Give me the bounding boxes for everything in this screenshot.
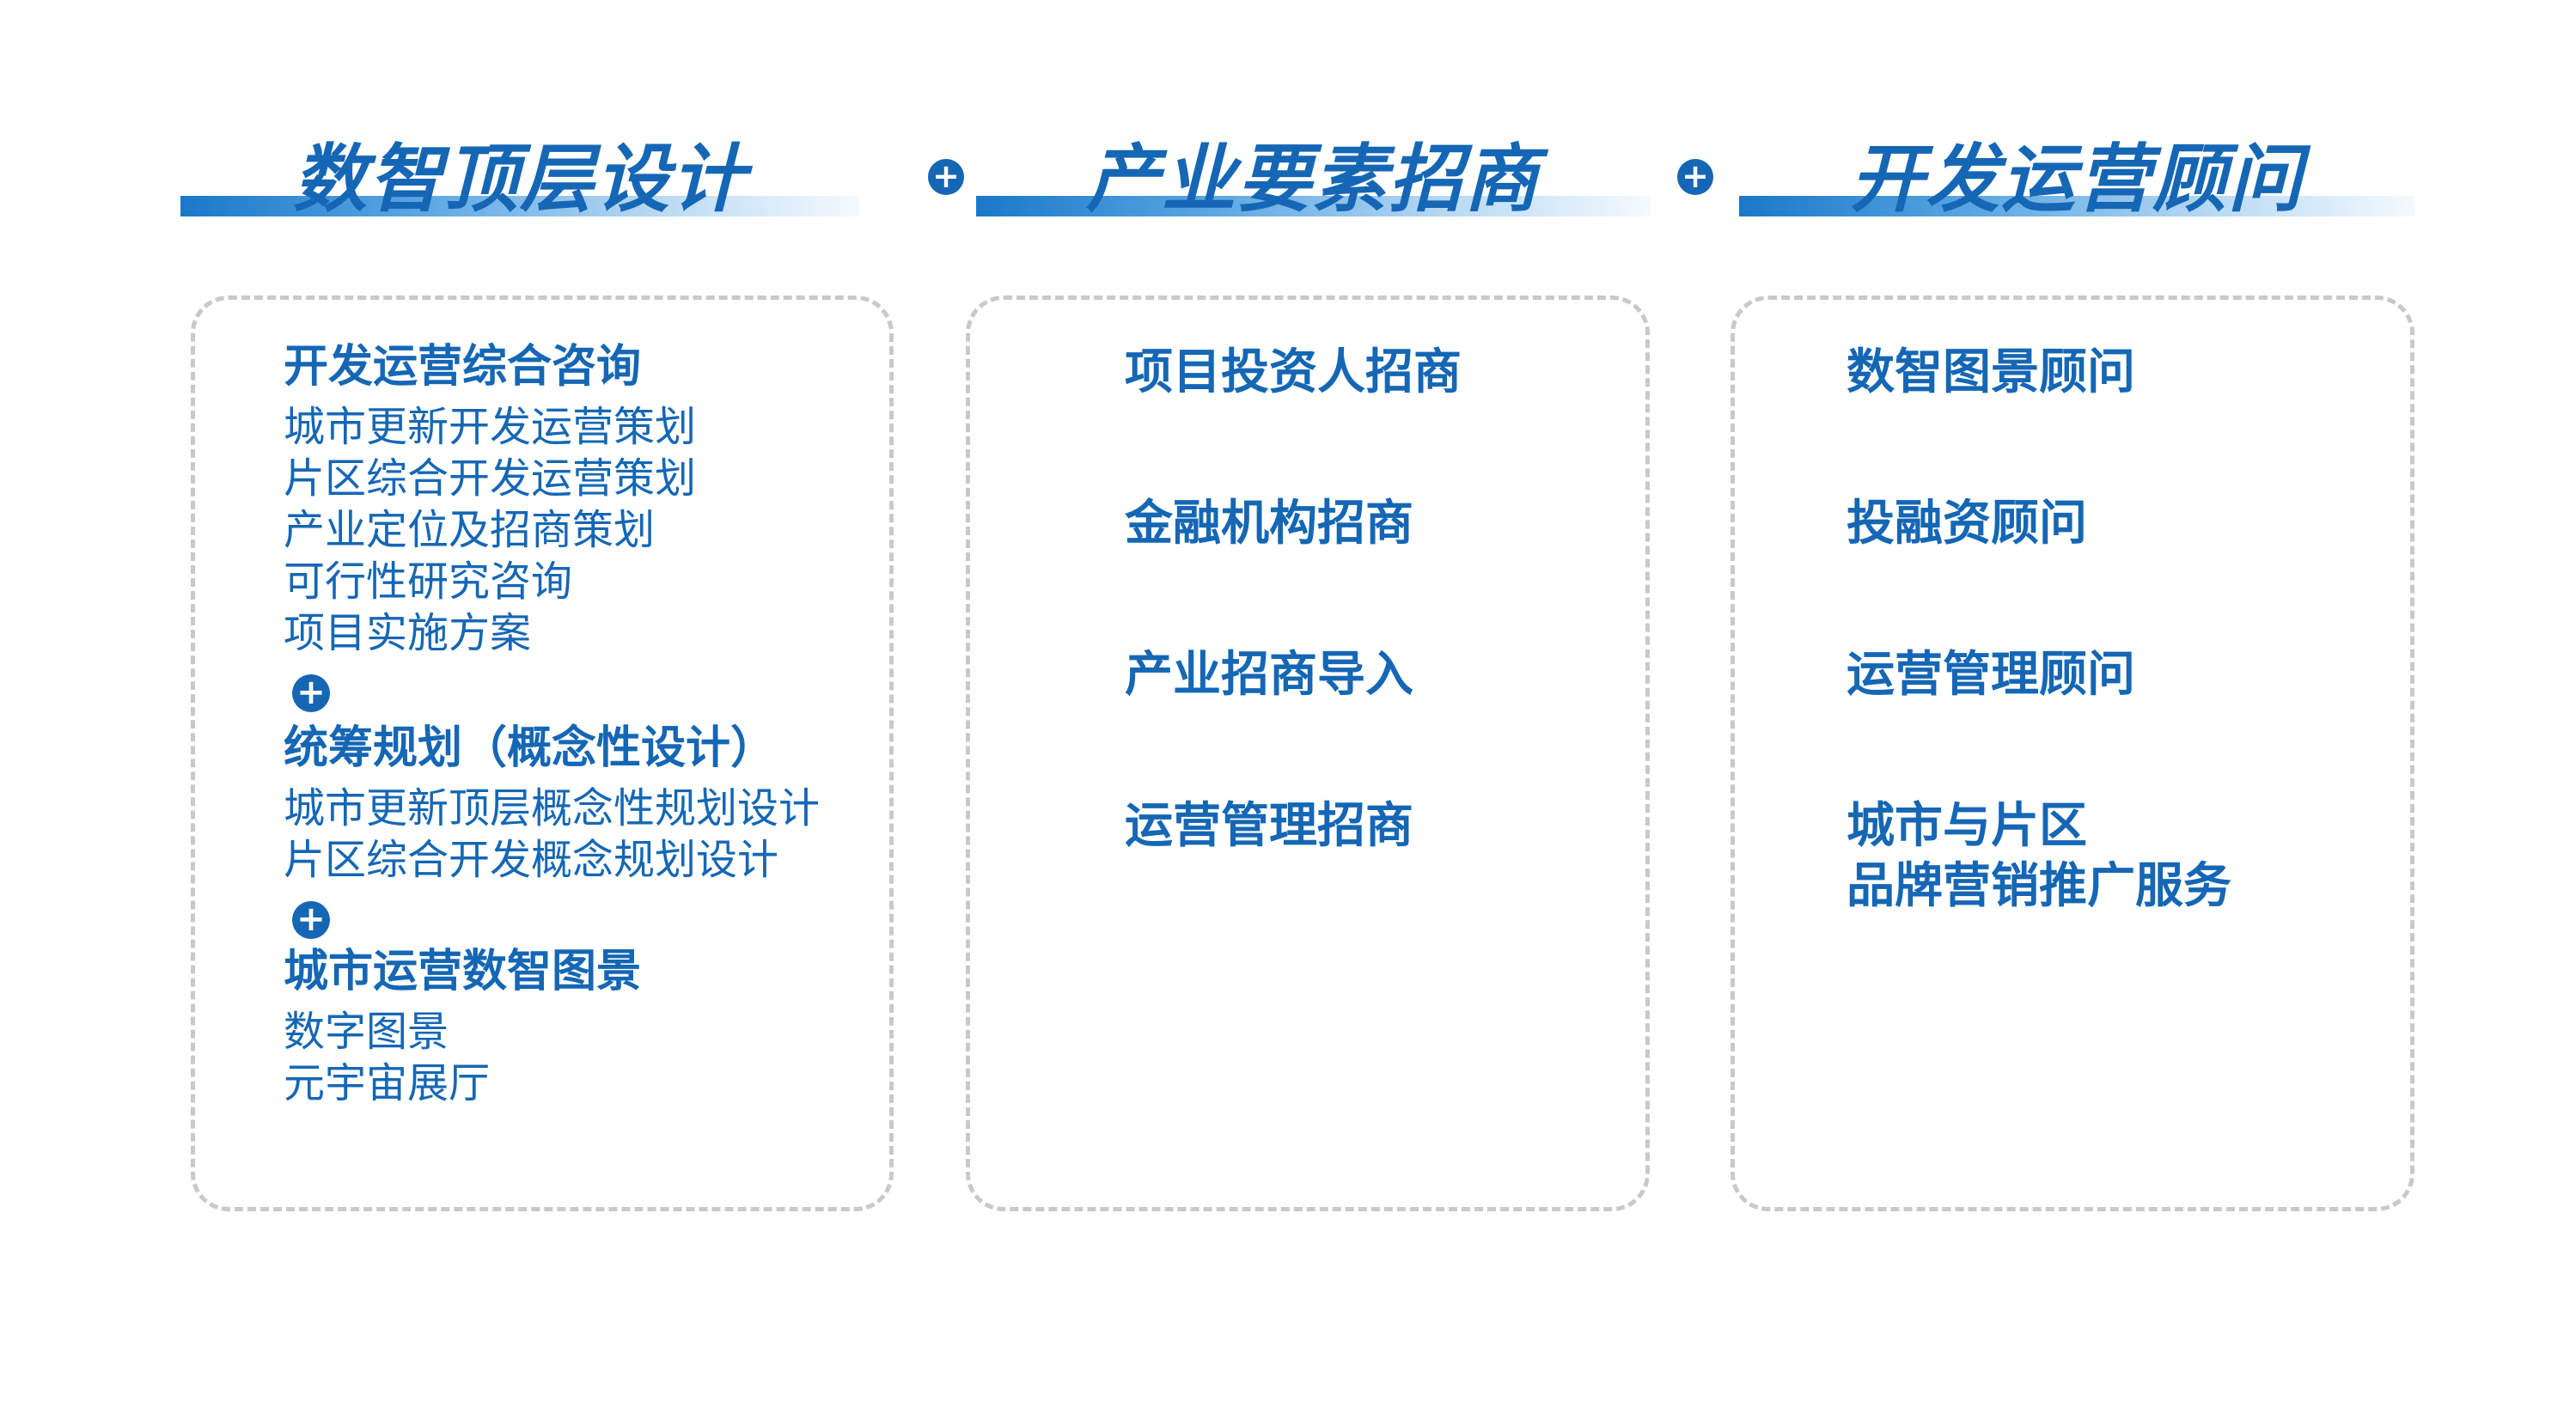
list-item: 运营管理顾问 — [1847, 647, 2135, 703]
list-item: 投融资顾问 — [1847, 496, 2087, 552]
list-item: 项目实施方案 — [284, 609, 532, 657]
header-title-2: 产业要素招商 — [1086, 137, 1540, 222]
plus-circle-icon: + — [928, 159, 964, 195]
list-item: 可行性研究咨询 — [284, 558, 573, 606]
section-heading: 统筹规划（概念性设计） — [284, 722, 776, 774]
plus-circle-icon: + — [292, 901, 330, 939]
column-header-1: 数智顶层设计 — [180, 129, 859, 232]
card-2-content: 项目投资人招商 金融机构招商 产业招商导入 运营管理招商 — [1125, 343, 1462, 856]
list-item: 城市更新开发运营策划 — [284, 403, 697, 451]
section-heading: 开发运营综合咨询 — [284, 341, 642, 393]
list-item: 金融机构招商 — [1125, 496, 1413, 552]
plus-circle-icon: + — [1677, 159, 1713, 195]
list-item: 元宇宙展厅 — [284, 1059, 491, 1107]
list-item: 项目投资人招商 — [1125, 344, 1462, 400]
header-title-1: 数智顶层设计 — [293, 137, 747, 222]
header-gradient-bar — [180, 196, 859, 216]
column-header-2: 产业要素招商 — [976, 129, 1650, 232]
header-gradient-bar — [1739, 196, 2414, 216]
list-item: 数智图景顾问 — [1847, 344, 2135, 400]
plus-circle-icon: + — [292, 674, 330, 712]
list-item: 产业招商导入 — [1125, 647, 1413, 703]
list-item: 城市与片区 — [1847, 798, 2087, 854]
list-item: 片区综合开发运营策划 — [284, 454, 697, 503]
card-1-content: 开发运营综合咨询 城市更新开发运营策划 片区综合开发运营策划 产业定位及招商策划… — [284, 339, 820, 1109]
service-card-2: 项目投资人招商 金融机构招商 产业招商导入 运营管理招商 — [966, 296, 1650, 1211]
column-header-3: 开发运营顾问 — [1739, 129, 2414, 232]
list-item: 品牌营销推广服务 — [1847, 858, 2231, 914]
section-heading: 城市运营数智图景 — [284, 946, 642, 997]
list-item: 运营管理招商 — [1125, 798, 1413, 854]
list-item: 城市更新顶层概念性规划设计 — [284, 784, 821, 832]
list-item: 产业定位及招商策划 — [284, 506, 656, 554]
header-gradient-bar — [976, 196, 1650, 216]
header-title-3: 开发运营顾问 — [1850, 137, 2304, 222]
card-3-content: 数智图景顾问 投融资顾问 运营管理顾问 城市与片区 品牌营销推广服务 — [1847, 343, 2231, 917]
list-item: 片区综合开发概念规划设计 — [284, 836, 779, 884]
service-card-1: 开发运营综合咨询 城市更新开发运营策划 片区综合开发运营策划 产业定位及招商策划… — [191, 296, 894, 1211]
service-card-3: 数智图景顾问 投融资顾问 运营管理顾问 城市与片区 品牌营销推广服务 — [1731, 296, 2414, 1211]
list-item: 数字图景 — [284, 1008, 449, 1056]
